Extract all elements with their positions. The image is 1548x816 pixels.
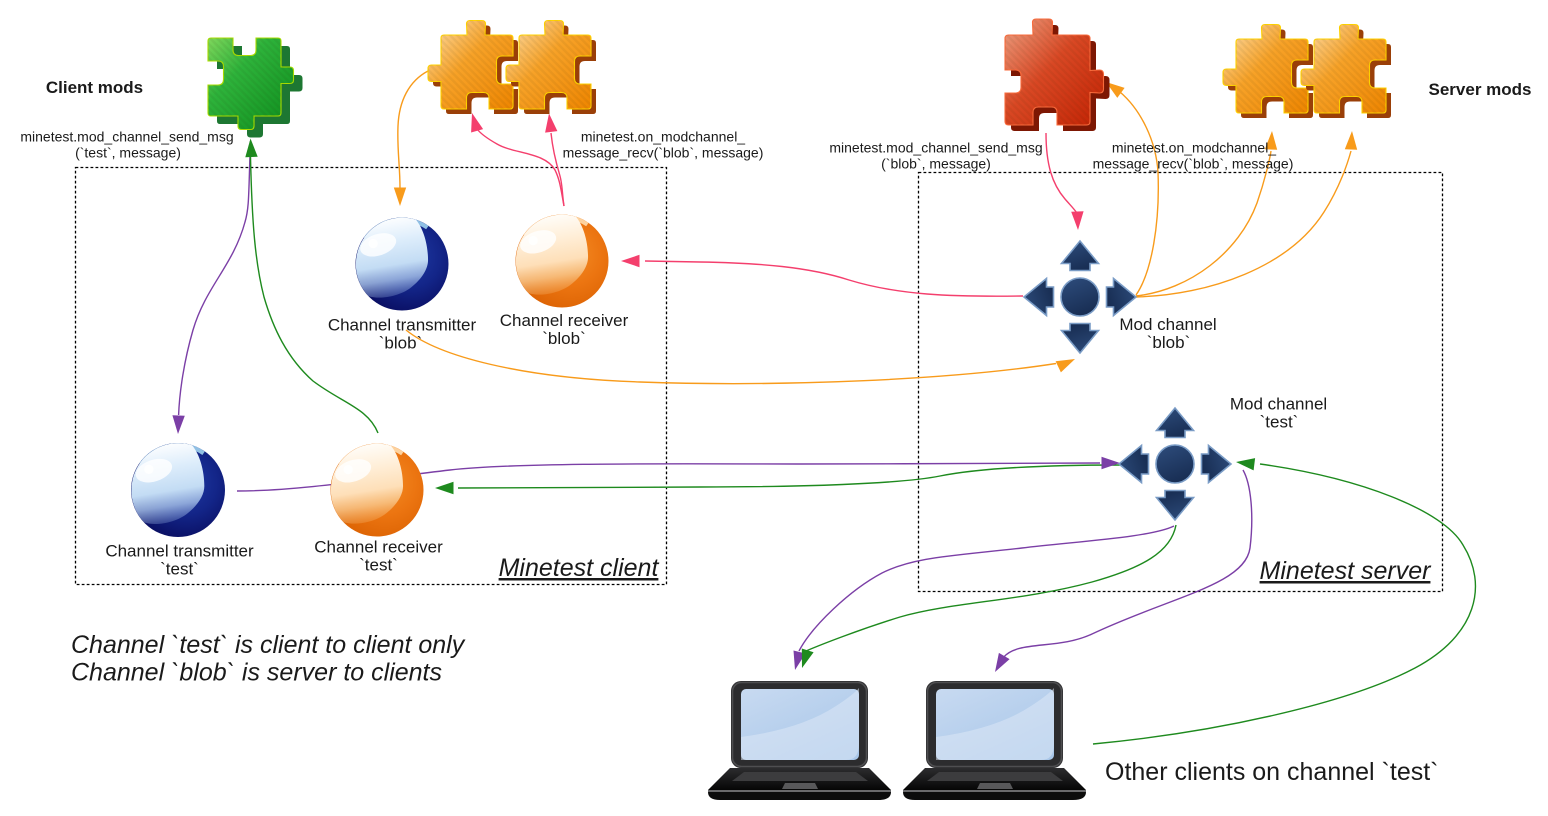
svg-text:`blob`: `blob` bbox=[379, 334, 422, 353]
svg-text:(`test`, message): (`test`, message) bbox=[75, 145, 181, 161]
svg-text:minetest.mod_channel_send_msg: minetest.mod_channel_send_msg bbox=[20, 129, 233, 145]
svg-text:minetest.on_modchannel_: minetest.on_modchannel_ bbox=[1112, 140, 1276, 156]
svg-text:Channel receiver: Channel receiver bbox=[314, 538, 443, 557]
svg-text:Channel transmitter: Channel transmitter bbox=[105, 542, 254, 561]
svg-text:Minetest client: Minetest client bbox=[499, 554, 660, 582]
svg-text:Other clients on channel `test: Other clients on channel `test` bbox=[1105, 758, 1439, 786]
svg-text:`blob`: `blob` bbox=[1147, 333, 1190, 352]
svg-text:Minetest server: Minetest server bbox=[1260, 557, 1433, 585]
svg-text:(`blob`, message): (`blob`, message) bbox=[881, 156, 991, 172]
svg-text:Mod channel: Mod channel bbox=[1230, 395, 1327, 414]
svg-text:Channel `test` is client to cl: Channel `test` is client to client only bbox=[71, 631, 466, 659]
svg-text:Server mods: Server mods bbox=[1429, 80, 1532, 99]
svg-text:Client mods: Client mods bbox=[46, 78, 143, 97]
svg-text:minetest.on_modchannel_: minetest.on_modchannel_ bbox=[581, 129, 745, 145]
svg-text:message_recv(`blob`, message): message_recv(`blob`, message) bbox=[1093, 156, 1294, 172]
svg-text:Channel receiver: Channel receiver bbox=[500, 311, 629, 330]
svg-text:Mod channel: Mod channel bbox=[1119, 315, 1216, 334]
svg-text:`blob`: `blob` bbox=[542, 329, 585, 348]
svg-text:Channel transmitter: Channel transmitter bbox=[328, 316, 477, 335]
svg-text:message_recv(`blob`, message): message_recv(`blob`, message) bbox=[563, 145, 764, 161]
svg-text:`test`: `test` bbox=[1260, 413, 1299, 432]
svg-text:`test`: `test` bbox=[160, 560, 199, 579]
svg-text:minetest.mod_channel_send_msg: minetest.mod_channel_send_msg bbox=[829, 140, 1042, 156]
svg-text:Channel `blob` is server to cl: Channel `blob` is server to clients bbox=[71, 659, 442, 687]
svg-text:`test`: `test` bbox=[359, 556, 398, 575]
